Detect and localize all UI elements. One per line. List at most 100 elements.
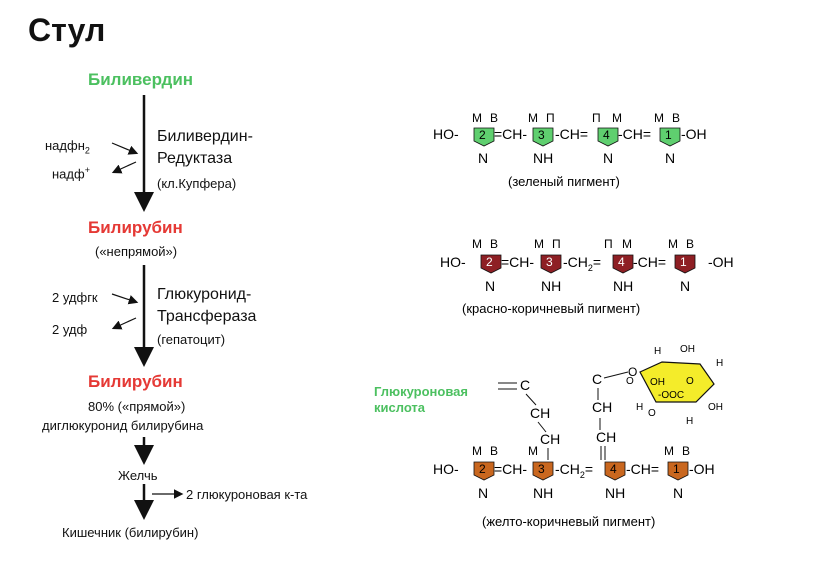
stage-biliverdin: Биливердин <box>88 70 194 89</box>
arrow-cofactor-out-2 <box>111 317 137 330</box>
svg-text:NH: NH <box>613 278 633 294</box>
bile-label: Желчь <box>118 468 158 483</box>
svg-text:4: 4 <box>603 128 610 142</box>
svg-text:М: М <box>534 237 544 251</box>
svg-text:NH: NH <box>541 278 561 294</box>
enzyme1-location: (кл.Купфера) <box>157 176 237 191</box>
svg-text:М: М <box>664 444 674 458</box>
svg-text:М: М <box>654 111 664 125</box>
stage-bilirubin-indirect: Билирубин <box>88 218 183 237</box>
svg-text:1: 1 <box>673 462 680 476</box>
svg-text:N: N <box>673 485 683 501</box>
arrow-cofactor-out-1 <box>111 161 137 174</box>
svg-text:C: C <box>592 371 602 387</box>
svg-text:CH: CH <box>592 399 612 415</box>
glucuronic-ring <box>639 361 715 403</box>
glucuronic-acid-byproduct: 2 глюкуроновая к-та <box>186 487 308 502</box>
svg-text:NH: NH <box>605 485 625 501</box>
svg-text:-CH2=: -CH2= <box>563 254 601 273</box>
svg-text:-OOC: -OOC <box>658 390 684 401</box>
svg-text:-OH: -OH <box>708 254 734 270</box>
svg-text:-CH=: -CH= <box>633 254 666 270</box>
svg-text:1: 1 <box>680 255 687 269</box>
svg-text:М: М <box>472 237 482 251</box>
cofactor-nadph: надфн2 <box>45 138 90 156</box>
svg-text:CH: CH <box>596 429 616 445</box>
svg-text:-OH: -OH <box>689 461 715 477</box>
svg-text:CH: CH <box>540 431 560 447</box>
svg-text:N: N <box>478 150 488 166</box>
svg-text:-CH=: -CH= <box>626 461 659 477</box>
svg-text:N: N <box>680 278 690 294</box>
svg-text:NH: NH <box>533 150 553 166</box>
svg-text:OH: OH <box>650 377 665 388</box>
stage-bilirubin-direct: Билирубин <box>88 372 183 391</box>
svg-text:В: В <box>490 237 498 251</box>
svg-text:В: В <box>490 111 498 125</box>
svg-text:М: М <box>612 111 622 125</box>
svg-text:N: N <box>485 278 495 294</box>
svg-text:N: N <box>478 485 488 501</box>
svg-text:O: O <box>686 376 694 387</box>
cofactor-udp: 2 удф <box>52 322 88 337</box>
svg-text:H: H <box>636 402 643 413</box>
svg-text:-CH=: -CH= <box>618 126 651 142</box>
svg-text:H: H <box>716 358 723 369</box>
svg-text:OH: OH <box>680 344 695 355</box>
bilirubin-direct-percent: 80% («прямой») <box>88 399 186 414</box>
svg-text:(зеленый пигмент): (зеленый пигмент) <box>508 174 620 189</box>
svg-text:П: П <box>604 237 613 251</box>
svg-text:C: C <box>520 377 530 393</box>
svg-text:1: 1 <box>665 128 672 142</box>
svg-text:=CH-: =CH- <box>494 126 527 142</box>
svg-text:HO-: HO- <box>433 461 459 477</box>
svg-text:М: М <box>528 444 538 458</box>
svg-text:П: П <box>546 111 555 125</box>
svg-text:H: H <box>686 416 693 427</box>
glucuronic-acid-label: Глюкуроновая <box>374 384 468 399</box>
svg-text:4: 4 <box>618 255 625 269</box>
svg-text:-CH=: -CH= <box>555 126 588 142</box>
svg-text:=CH-: =CH- <box>494 461 527 477</box>
svg-text:М: М <box>668 237 678 251</box>
arrow-cofactor-in-2 <box>111 293 139 305</box>
svg-text:4: 4 <box>610 462 617 476</box>
svg-text:М: М <box>472 111 482 125</box>
svg-text:М: М <box>622 237 632 251</box>
svg-text:OH: OH <box>708 402 723 413</box>
svg-text:NH: NH <box>533 485 553 501</box>
svg-text:HO-: HO- <box>440 254 466 270</box>
bilirubin-glucuronide-structure: Глюкуроновая кислота C CH CH C O CH CH O… <box>374 344 723 529</box>
svg-text:кислота: кислота <box>374 400 426 415</box>
svg-text:-OH: -OH <box>681 126 707 142</box>
page-title: Стул <box>28 12 106 48</box>
svg-text:3: 3 <box>546 255 553 269</box>
svg-text:П: П <box>592 111 601 125</box>
svg-text:H: H <box>654 346 661 357</box>
svg-text:N: N <box>665 150 675 166</box>
intestine-label: Кишечник (билирубин) <box>62 525 199 540</box>
svg-text:В: В <box>682 444 690 458</box>
svg-text:3: 3 <box>538 128 545 142</box>
svg-text:В: В <box>490 444 498 458</box>
svg-text:O: O <box>628 365 637 379</box>
svg-text:2: 2 <box>479 462 486 476</box>
cofactor-nadp: надф+ <box>52 165 90 182</box>
svg-text:2: 2 <box>486 255 493 269</box>
svg-text:2: 2 <box>479 128 486 142</box>
enzyme2-location: (гепатоцит) <box>157 332 226 347</box>
bilirubin-diglucuronide: диглюкуронид билирубина <box>42 418 204 433</box>
bilirubin-indirect-note: («непрямой») <box>95 244 178 259</box>
svg-text:М: М <box>472 444 482 458</box>
svg-text:=CH-: =CH- <box>501 254 534 270</box>
enzyme-glucuronyl-transferase: Глюкуронид- Трансфераза <box>157 286 257 325</box>
biliverdin-structure: М В М П П М М В HO- 2 =CH- 3 -CH= 4 -CH=… <box>433 111 707 189</box>
svg-text:В: В <box>686 237 694 251</box>
svg-text:HO-: HO- <box>433 126 459 142</box>
svg-text:N: N <box>603 150 613 166</box>
svg-text:3: 3 <box>538 462 545 476</box>
cofactor-udpgk: 2 удфгк <box>52 290 98 305</box>
